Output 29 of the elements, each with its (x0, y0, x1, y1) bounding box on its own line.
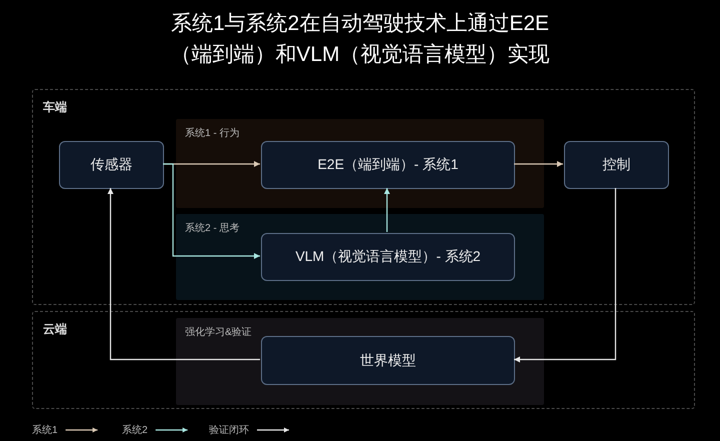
process-box (261, 141, 515, 189)
legend-label: 验证闭环 (209, 424, 249, 437)
process-box (564, 141, 669, 189)
box-label: 世界模型 (360, 352, 416, 370)
legend-label: 系统1 (32, 424, 58, 437)
process-box (59, 141, 164, 189)
region-frame (32, 311, 695, 409)
process-box (261, 233, 515, 281)
box-label: 传感器 (90, 156, 132, 174)
legend-label: 系统2 (122, 424, 148, 437)
arrow (514, 161, 563, 167)
box-label: E2E（端到端）- 系统1 (318, 156, 458, 174)
panel-title: 系统2 - 思考 (185, 222, 240, 235)
group-panel (176, 318, 544, 405)
process-box (261, 336, 515, 385)
region-title: 云端 (43, 321, 67, 338)
panel-title: 系统1 - 行为 (185, 126, 240, 140)
region-frame (32, 89, 695, 305)
arrow (108, 188, 260, 360)
arrow (514, 188, 616, 362)
arrow (384, 188, 390, 232)
diagram-title: 系统1与系统2在自动驾驶技术上通过E2E（端到端）和VLM（视觉语言模型）实现 (169, 11, 551, 68)
region-title: 车端 (43, 99, 67, 116)
box-label: 控制 (602, 156, 630, 174)
group-panel (176, 214, 544, 300)
panel-title: 强化学习&验证 (185, 326, 252, 339)
arrow (163, 163, 260, 259)
group-panel (176, 119, 544, 208)
box-label: VLM（视觉语言模型）- 系统2 (295, 248, 481, 266)
